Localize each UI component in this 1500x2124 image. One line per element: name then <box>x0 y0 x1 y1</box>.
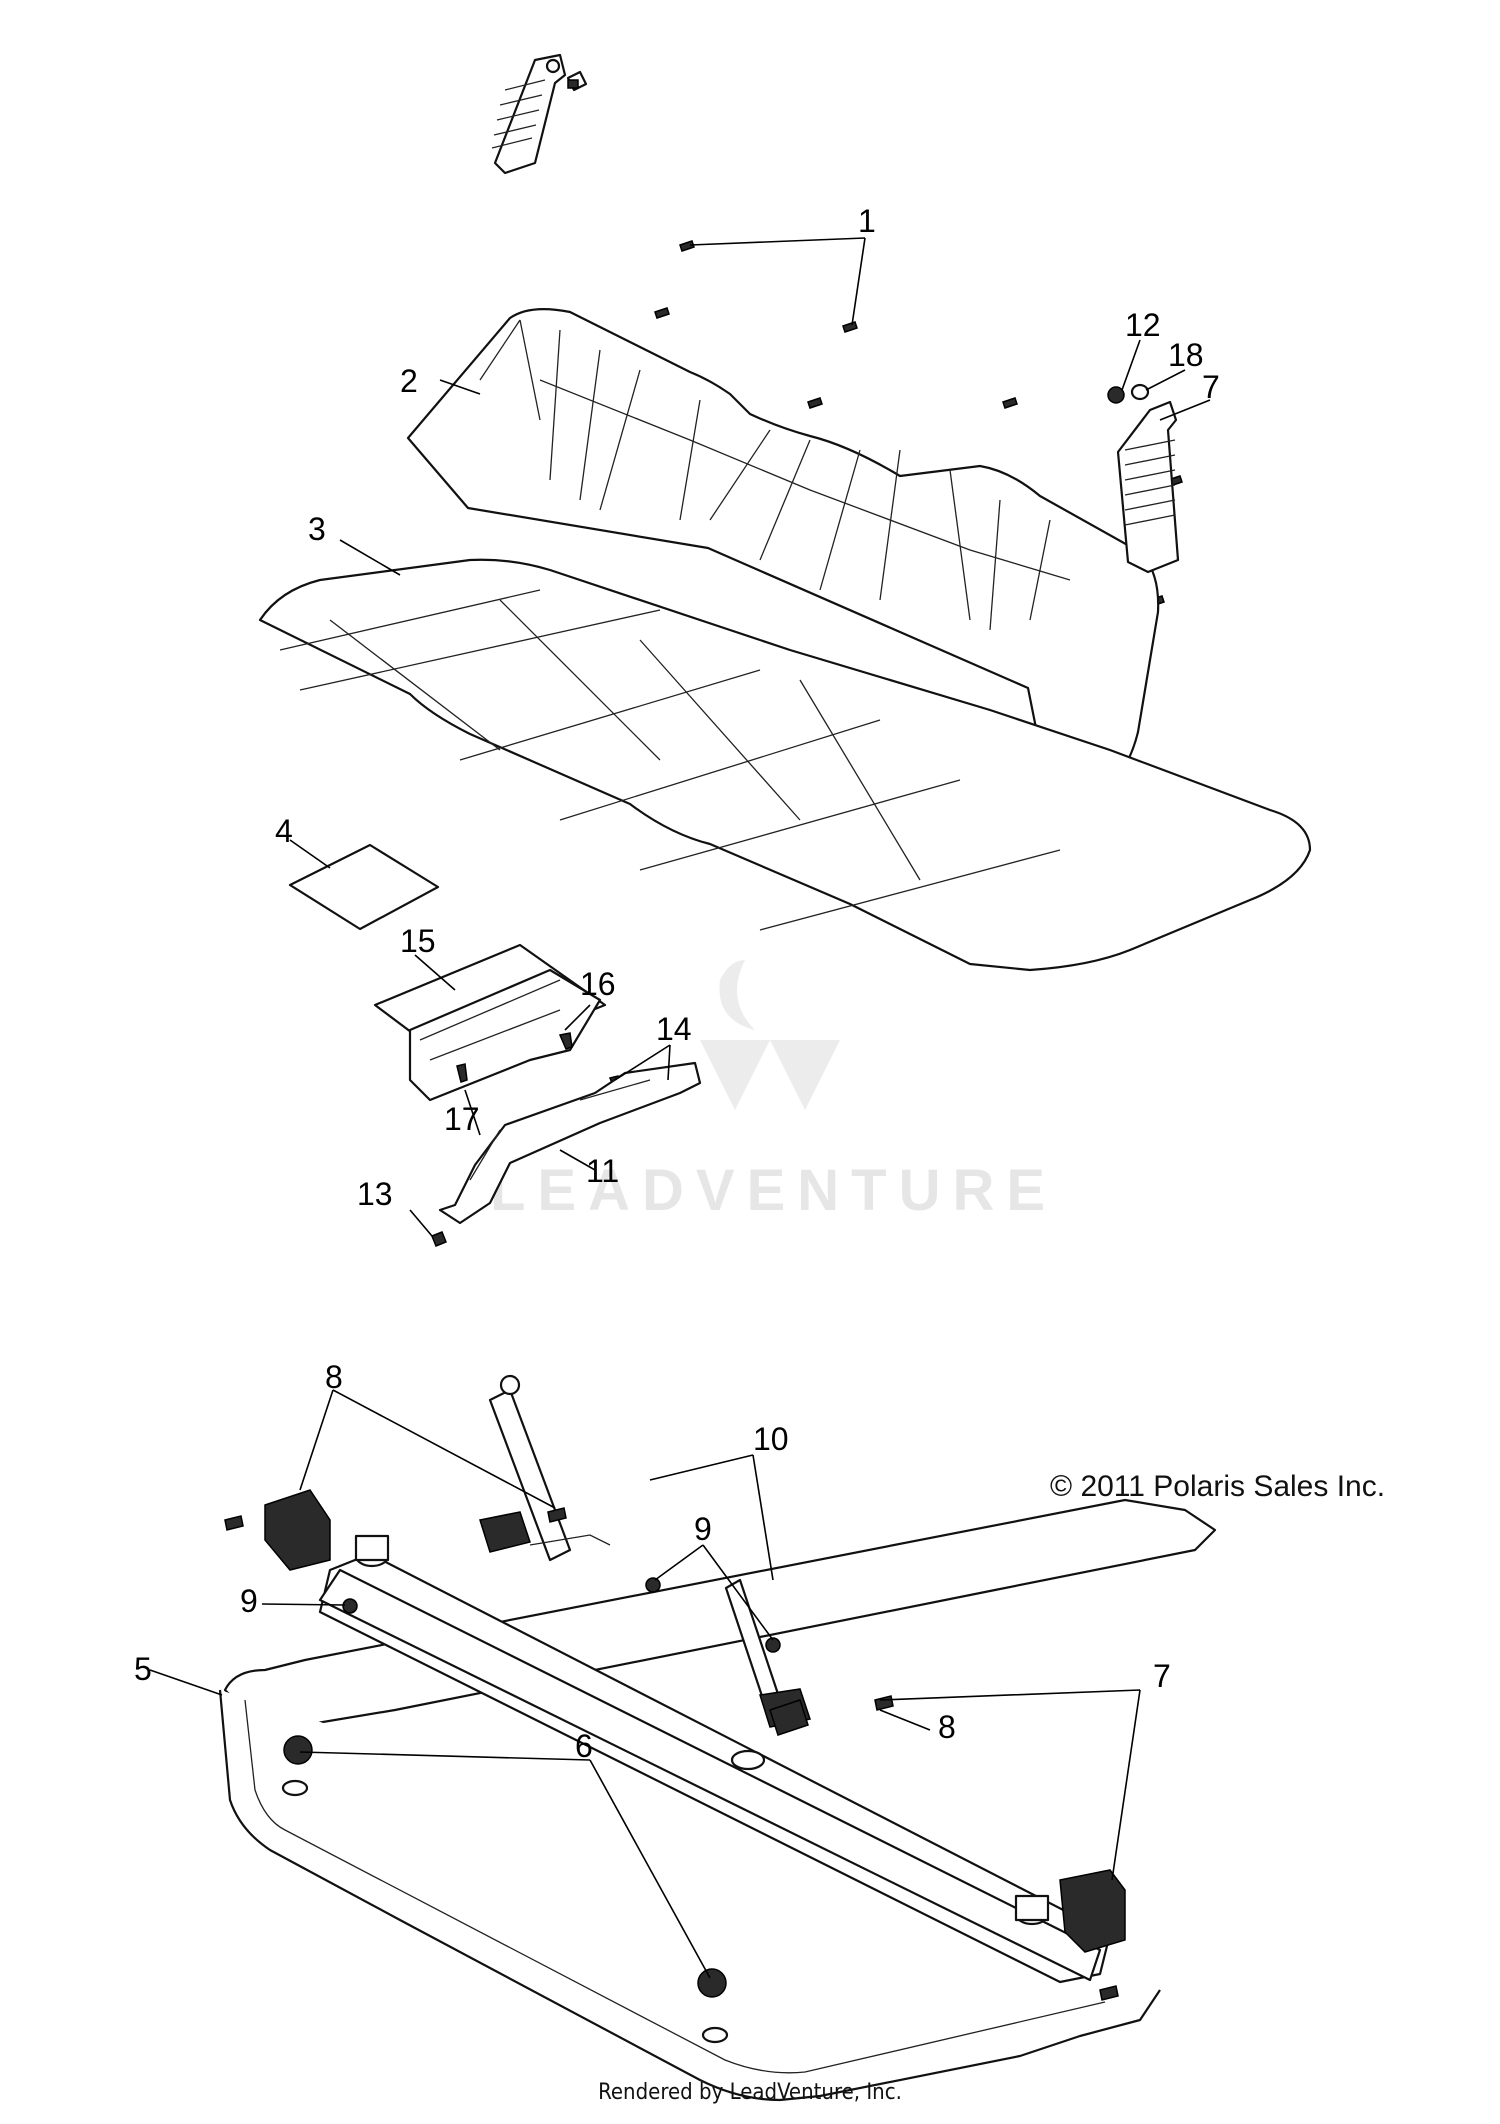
watermark: LEADVENTURE <box>490 960 1057 1223</box>
callout-9-lower: 9 <box>240 1583 258 1619</box>
callout-9-upper: 9 <box>694 1511 712 1547</box>
watermark-text: LEADVENTURE <box>490 1158 1057 1223</box>
callout-13: 13 <box>357 1176 393 1212</box>
callout-3: 3 <box>308 511 326 547</box>
callout-labels: 1 2 3 4 5 6 7 7 8 8 9 9 10 11 12 13 14 1… <box>134 203 1220 1764</box>
callout-16: 16 <box>580 966 616 1002</box>
copyright-text: © 2011 Polaris Sales Inc. <box>1050 1470 1386 1503</box>
support-strap-part <box>438 1061 702 1225</box>
callout-1: 1 <box>858 203 876 239</box>
right-spring-part <box>1107 383 1180 574</box>
callout-7-upper: 7 <box>1202 369 1220 405</box>
cross-tube-part <box>318 1534 1112 1984</box>
callout-4: 4 <box>275 813 293 849</box>
callout-8-upper: 8 <box>325 1359 343 1395</box>
seat-backrest-part <box>406 307 1160 790</box>
upper-spring-part <box>491 53 588 175</box>
seatbelt-parts <box>224 1374 1126 2001</box>
leader-lines <box>149 237 1211 1979</box>
callout-6: 6 <box>575 1728 593 1764</box>
seat-bracket-part <box>373 943 607 1102</box>
callout-18: 18 <box>1168 337 1204 373</box>
callout-12: 12 <box>1125 307 1161 343</box>
footer-text: Rendered by LeadVenture, Inc. <box>598 2080 902 2105</box>
callout-14: 14 <box>656 1011 692 1047</box>
callout-5: 5 <box>134 1651 152 1687</box>
seat-cushion-part <box>258 558 1312 972</box>
callout-15: 15 <box>400 923 436 959</box>
callout-2: 2 <box>400 363 418 399</box>
callout-7-lower: 7 <box>1153 1658 1171 1694</box>
callout-11: 11 <box>586 1153 619 1189</box>
label-sheet-part <box>288 843 440 931</box>
callout-10: 10 <box>753 1421 789 1457</box>
screws-group <box>654 240 1183 607</box>
callout-8-lower: 8 <box>938 1709 956 1745</box>
callout-17: 17 <box>444 1101 480 1137</box>
